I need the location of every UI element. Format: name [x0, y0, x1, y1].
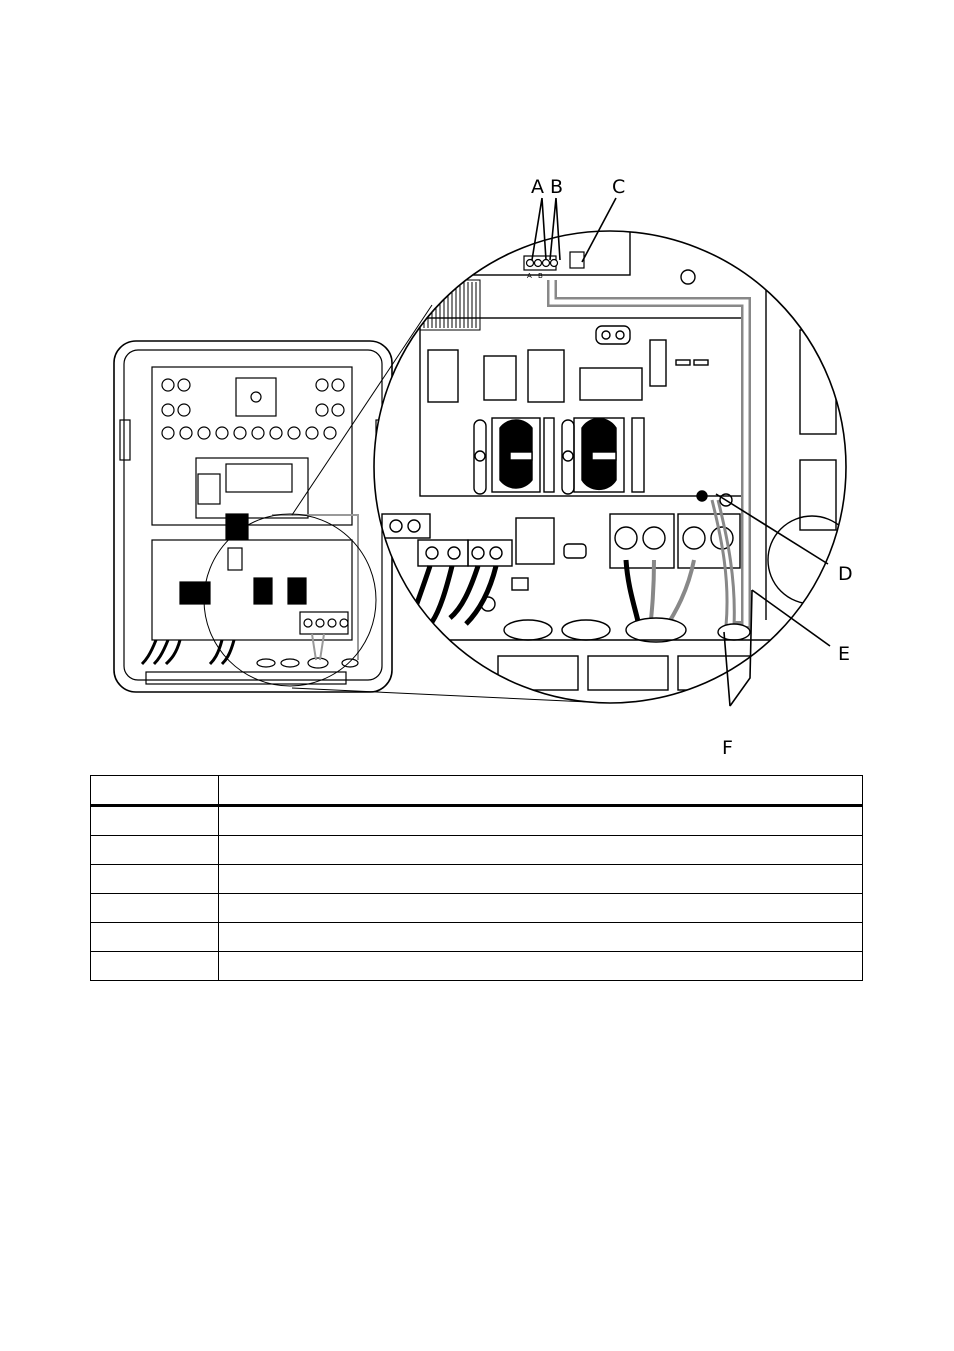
callout-f: F — [722, 737, 733, 759]
callout-e: E — [838, 643, 850, 665]
table-cell — [90, 922, 219, 952]
table-row — [90, 922, 863, 952]
leader-lines — [531, 197, 831, 707]
transformer-left — [491, 417, 555, 493]
callout-a: A — [531, 176, 544, 198]
table-cell — [90, 805, 219, 836]
zoom-detail — [374, 231, 846, 703]
cable-glands — [503, 617, 751, 643]
table-cell — [218, 805, 863, 836]
wiring-diagram: A B A B C D E F — [113, 176, 853, 759]
table-row — [90, 864, 863, 894]
callout-d: D — [838, 563, 853, 585]
legend-header-position — [90, 775, 219, 807]
legend-table — [90, 775, 863, 981]
transformer-right — [573, 417, 645, 493]
enclosure-overview — [113, 340, 393, 693]
table-cell — [90, 835, 219, 865]
terminal-label-b: B — [538, 272, 543, 280]
zoom-circle-outline — [373, 230, 847, 704]
table-row — [90, 951, 863, 981]
table-cell — [218, 835, 863, 865]
overview-top-terminals — [161, 378, 345, 440]
table-cell — [218, 893, 863, 923]
table-row — [90, 893, 863, 923]
overview-glands — [256, 657, 359, 669]
table-row — [90, 835, 863, 865]
zoom-projection-lines — [291, 304, 611, 704]
zoom-source-circle — [203, 513, 377, 687]
legend-header-row — [90, 775, 863, 807]
table-cell — [90, 893, 219, 923]
table-cell — [90, 864, 219, 894]
table-row — [90, 805, 863, 836]
table-cell — [90, 951, 219, 981]
callout-c: C — [612, 176, 625, 198]
table-cell — [218, 864, 863, 894]
table-cell — [218, 951, 863, 981]
table-cell — [218, 922, 863, 952]
terminal-label-a: A — [527, 272, 532, 280]
callout-b: B — [550, 176, 563, 198]
legend-header-designation — [218, 775, 863, 807]
terminal-ab — [523, 251, 585, 271]
